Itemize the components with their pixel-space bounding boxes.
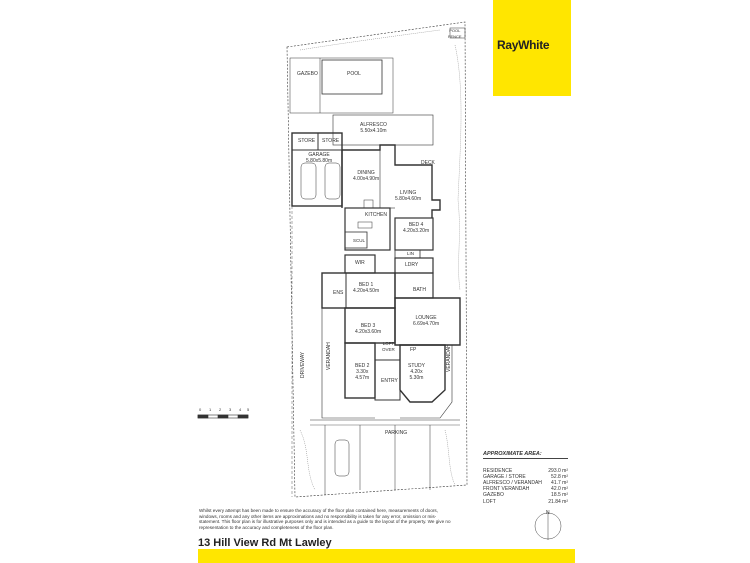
fireplace-label: FP [410,347,417,353]
scale-label: 3 [229,407,232,412]
property-address: 13 Hill View Rd Mt Lawley [198,537,332,549]
area-heading: APPROXIMATE AREA: [483,451,568,460]
ens-label: ENS [333,290,344,296]
raywhite-logo: RayWhite [493,0,571,96]
scale-label: 5 [247,407,250,412]
verandah-right-label: VERANDAH [446,344,452,372]
verandah-left-label: VERANDAH [326,342,332,370]
scul-label: SCUL [353,238,366,243]
driveway-label: DRIVEWAY [300,351,306,378]
footer-bar [198,549,575,563]
bath-label: BATH [413,287,426,293]
scale-bar [197,414,249,419]
lin-label: LIN [407,251,415,256]
compass-north-label: N [546,510,550,516]
deck-label: DECK [421,160,435,166]
entry-label: ENTRY [381,378,398,384]
wir-label: WIR [355,260,365,266]
store-label-2: STORE [322,138,340,144]
disclaimer-text: Whilst every attempt has been made to en… [199,508,451,530]
store-label-1: STORE [298,138,316,144]
compass-icon [534,512,562,540]
parking-label: PARKING [385,430,408,436]
scale-label: 1 [209,407,212,412]
gazebo-label: GAZEBO [297,71,318,77]
scale-label: 2 [219,407,222,412]
scale-label: 0 [199,407,202,412]
ldry-label: LDRY [405,262,419,268]
pool-label: POOL [347,71,361,77]
kitchen-label: KITCHEN [365,212,387,218]
scale-label: 4 [239,407,242,412]
brand-name: RayWhite [497,38,550,52]
